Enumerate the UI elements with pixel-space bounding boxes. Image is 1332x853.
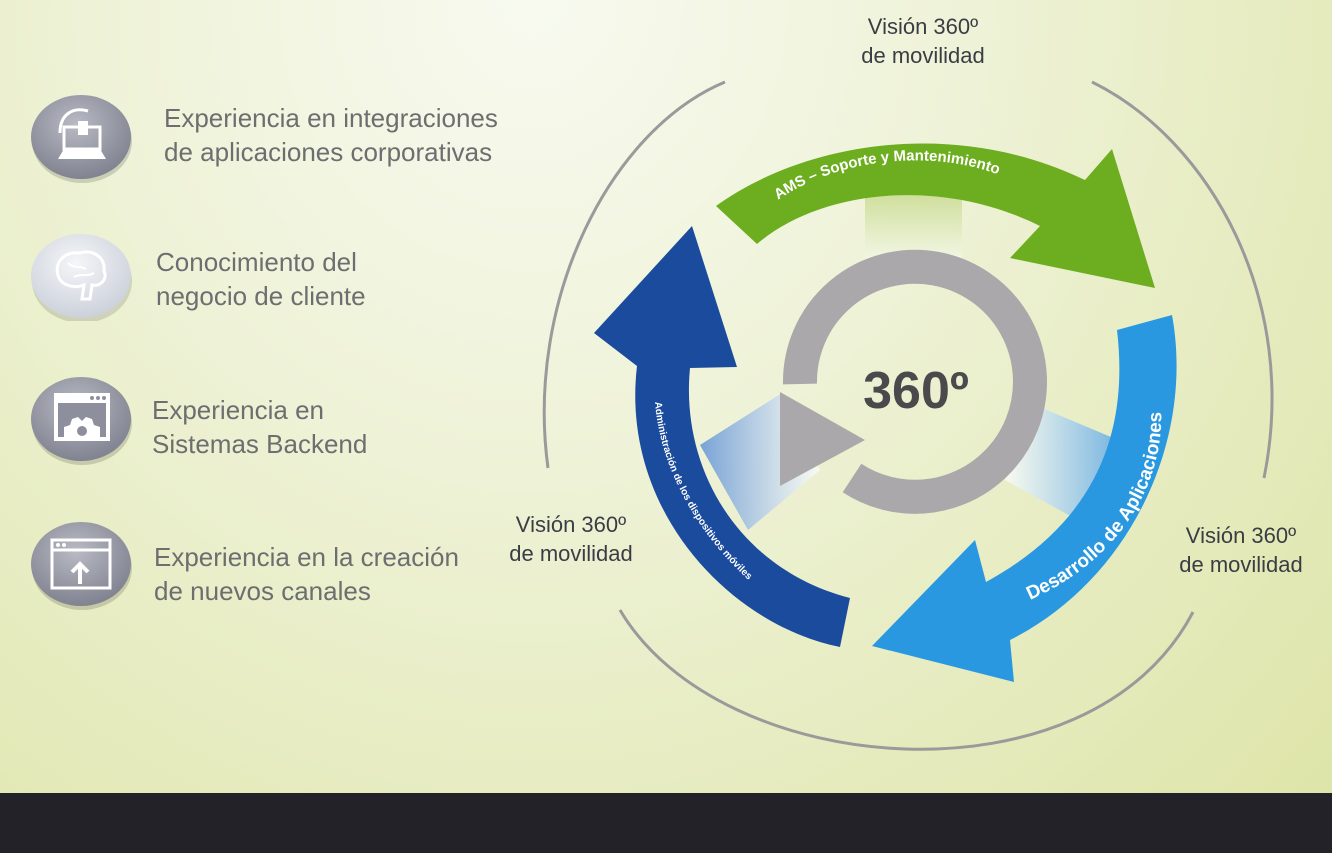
arrow-green <box>716 143 1155 288</box>
vision-label-top: Visión 360º de movilidad <box>861 14 985 68</box>
center-ring-arrowhead <box>780 392 865 486</box>
center-label: 360º <box>863 362 969 420</box>
footer-bar <box>0 793 1332 853</box>
laptop-plug-icon <box>31 95 132 183</box>
feature-text: Experiencia en Sistemas Backend <box>152 395 368 459</box>
feature-item-integrations: Experiencia en integraciones de aplicaci… <box>30 93 550 193</box>
feature-text: Experiencia en la creación de nuevos can… <box>154 542 459 606</box>
vision-label-right: Visión 360º de movilidad <box>1179 523 1303 577</box>
vision-label-left: Visión 360º de movilidad <box>509 512 633 566</box>
browser-upload-icon <box>31 522 132 610</box>
feature-item-channels: Experiencia en la creación de nuevos can… <box>30 518 550 618</box>
feature-text: Conocimiento del negocio de cliente <box>156 247 366 311</box>
feature-item-backend: Experiencia en Sistemas Backend <box>30 373 550 473</box>
arrow-light-blue <box>872 315 1177 682</box>
outer-ring-arc <box>542 80 726 469</box>
outer-ring-arc <box>618 609 1195 751</box>
feature-text: Experiencia en integraciones de aplicaci… <box>164 103 498 167</box>
feature-item-business: Conocimiento del negocio de cliente <box>30 229 550 329</box>
browser-gear-icon <box>31 377 132 465</box>
brain-icon <box>31 234 132 321</box>
outer-ring-arc <box>1091 80 1274 479</box>
center-ring <box>782 249 1047 514</box>
arrow-dark-blue <box>594 226 850 647</box>
